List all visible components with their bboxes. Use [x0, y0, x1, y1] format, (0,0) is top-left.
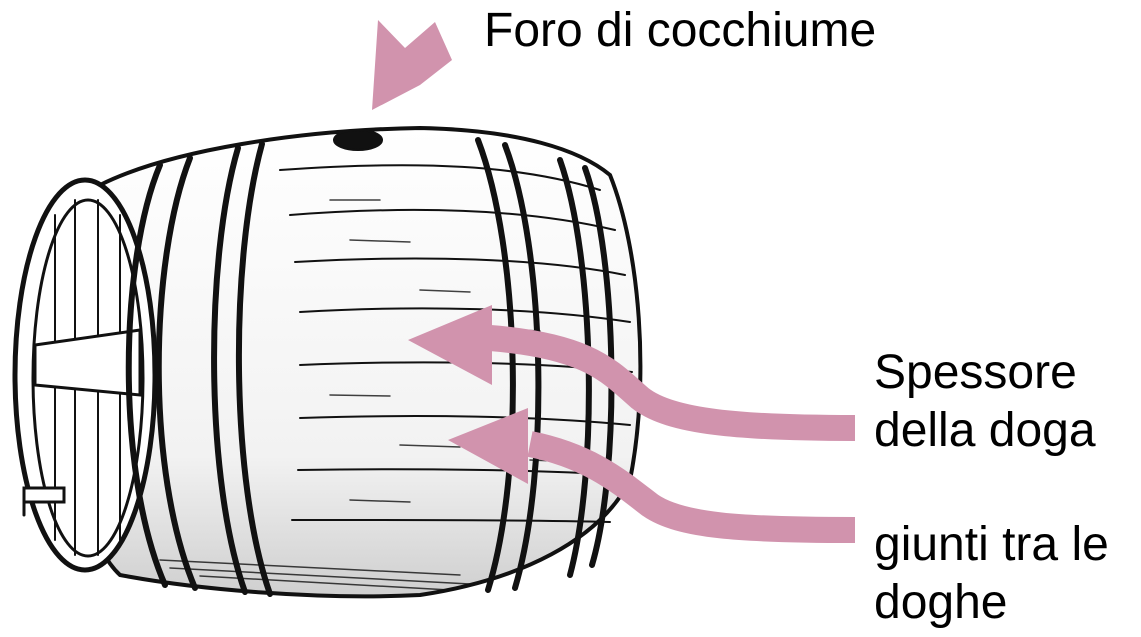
bung-arrow [372, 20, 452, 110]
stave-thickness-label-line-2: della doga [874, 402, 1096, 460]
bung-hole-label: Foro di cocchiume [484, 2, 876, 60]
barrel [15, 128, 640, 596]
bung-hole [334, 130, 382, 150]
stave-thickness-label-line-1: Spessore [874, 344, 1096, 402]
stave-joints-label-line-1: giunti tra le [874, 516, 1109, 574]
stave-joints-label: giunti tra le doghe [874, 516, 1109, 632]
stave-thickness-label: Spessore della doga [874, 344, 1096, 460]
stave-joints-label-line-2: doghe [874, 574, 1109, 632]
